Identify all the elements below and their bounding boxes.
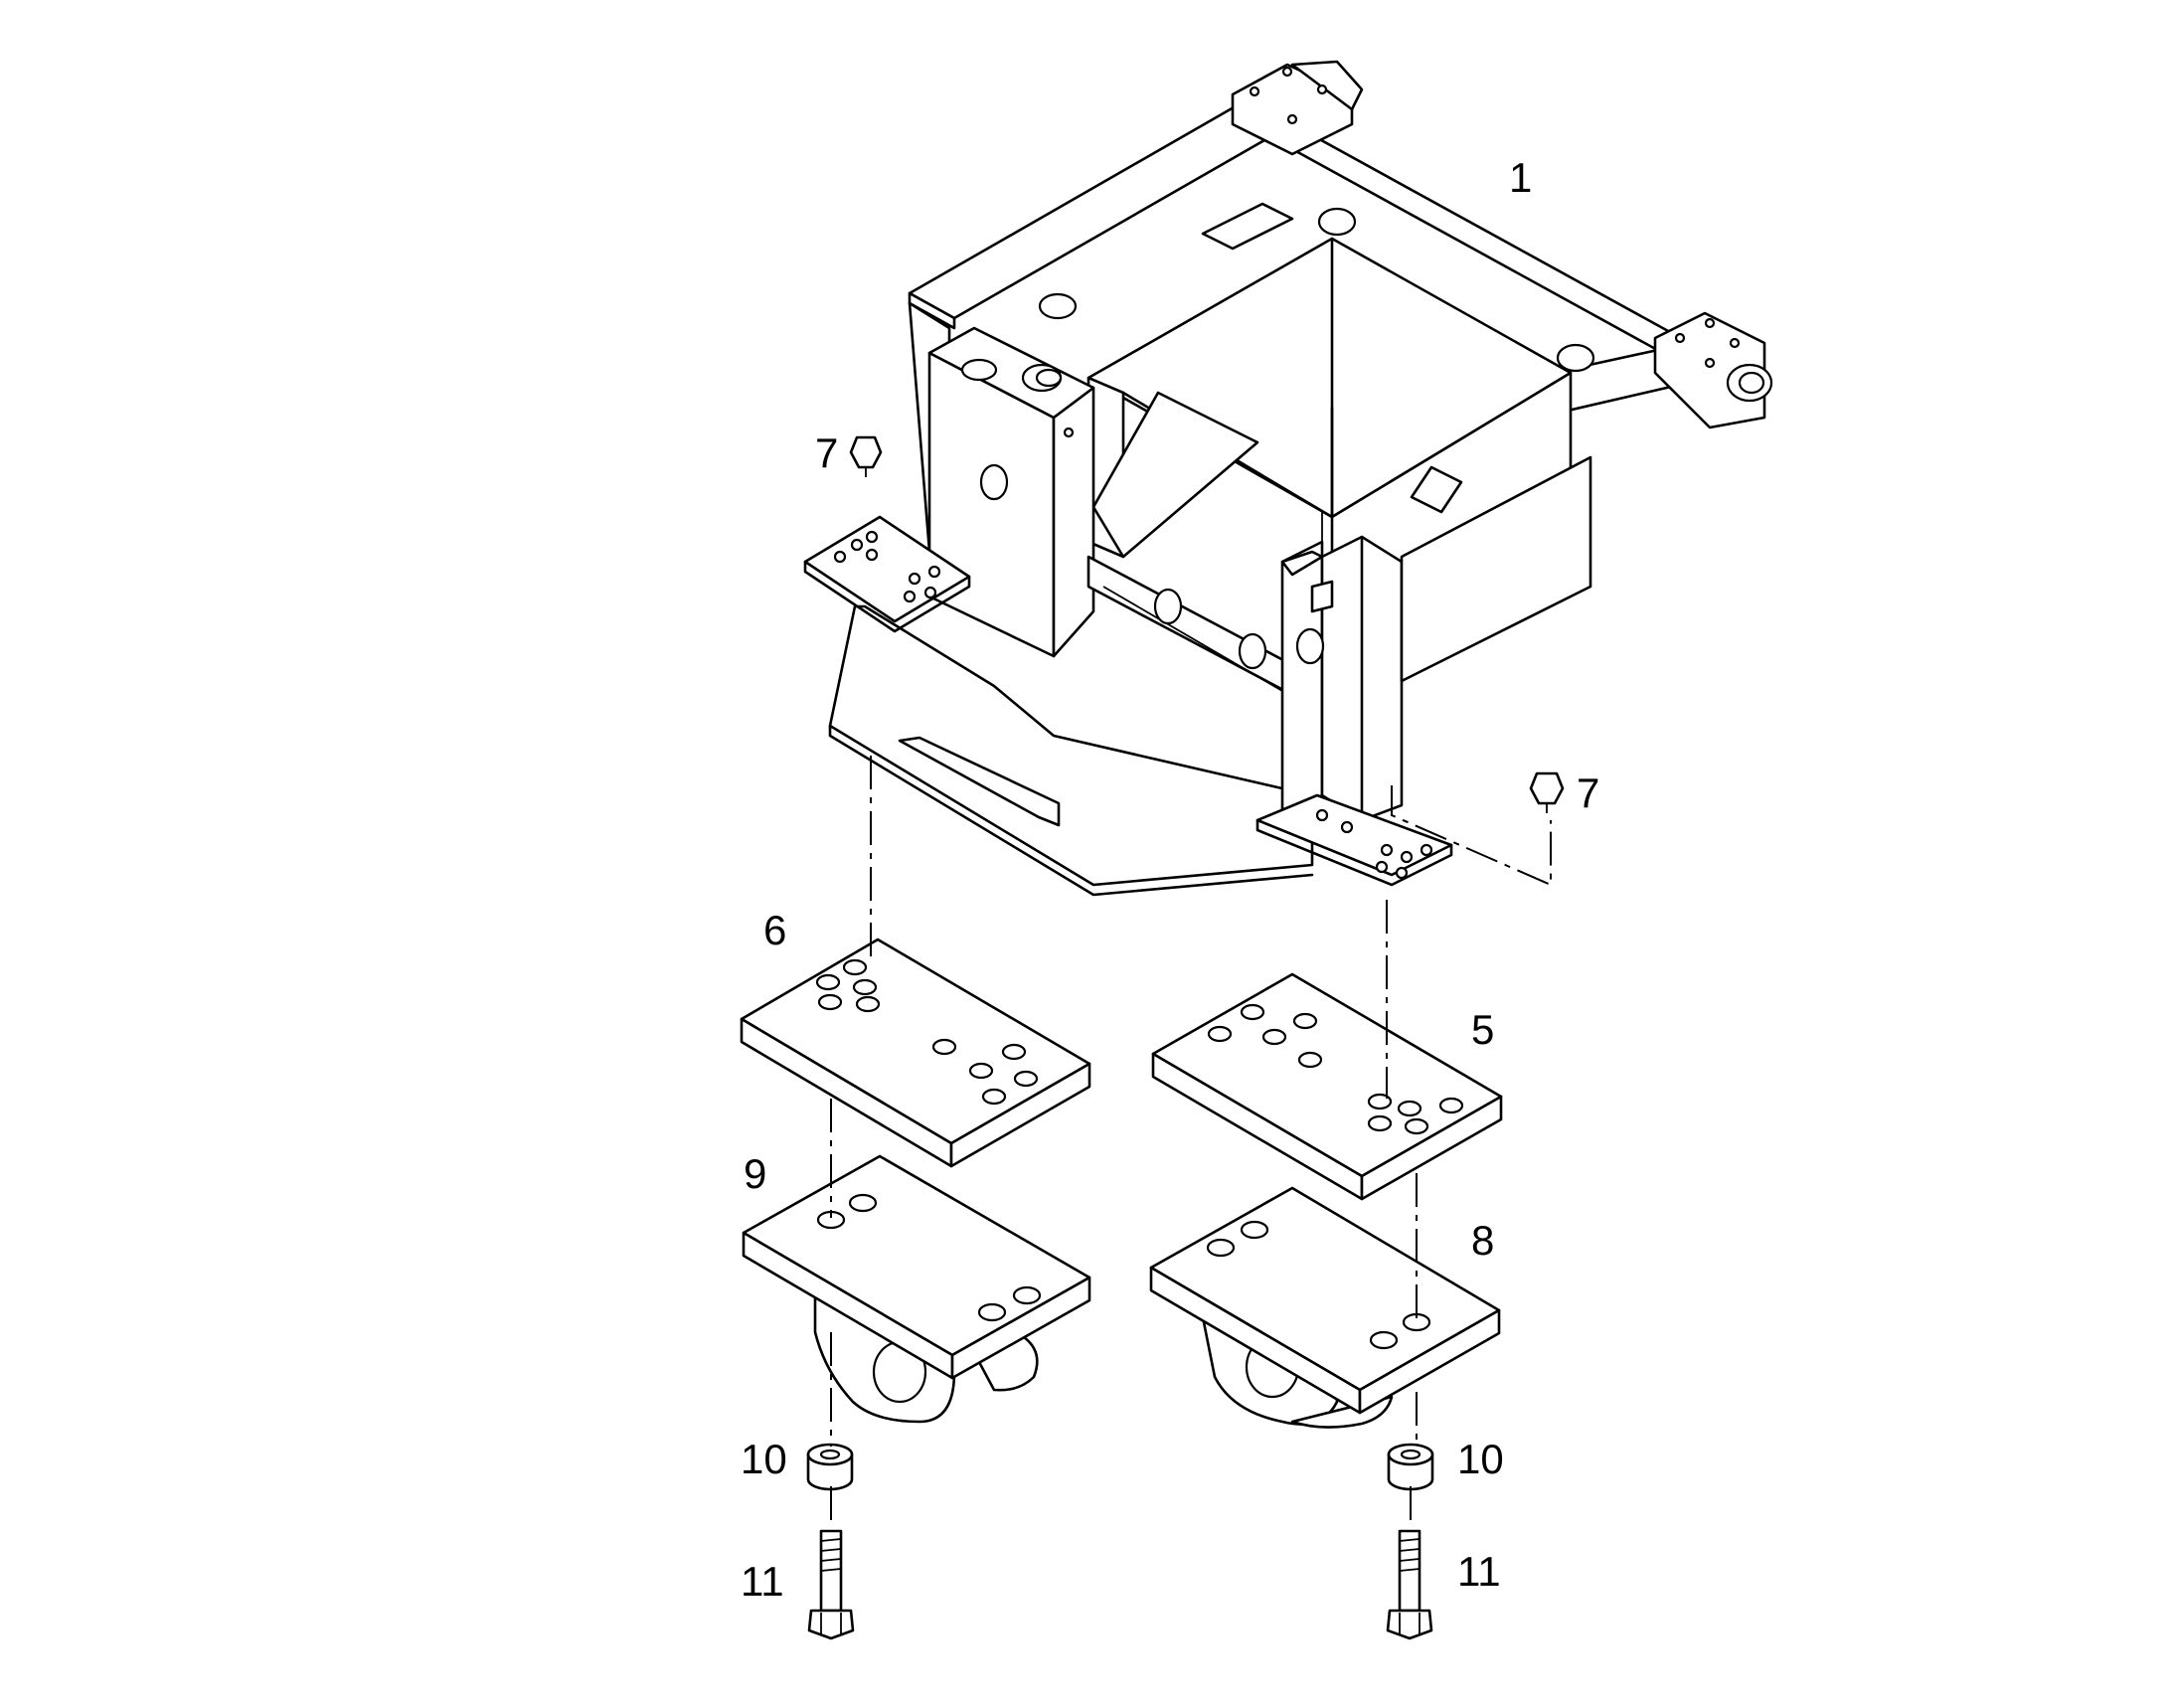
callout-11-left: 11 xyxy=(741,1558,784,1605)
clevis-bracket-9 xyxy=(742,1154,1091,1424)
plug-pin-left xyxy=(849,435,883,477)
callout-labels: 1 7 7 6 5 9 8 10 10 11 11 xyxy=(741,154,1599,1605)
callout-1: 1 xyxy=(1509,154,1532,201)
pad-plate-6 xyxy=(740,938,1091,1168)
assembly-centerlines xyxy=(830,756,1552,1526)
callout-7-right: 7 xyxy=(1577,769,1599,816)
callout-6: 6 xyxy=(763,907,786,953)
plug-pin-right xyxy=(1529,771,1565,813)
callout-11-right: 11 xyxy=(1457,1548,1501,1595)
bolt-right xyxy=(1386,1529,1433,1640)
callout-8: 8 xyxy=(1471,1217,1494,1264)
pad-plate-5 xyxy=(1151,972,1503,1201)
washer-right xyxy=(1387,1443,1434,1491)
callout-10-right: 10 xyxy=(1457,1436,1504,1482)
washer-left xyxy=(806,1443,854,1491)
clevis-bracket-8 xyxy=(1149,1186,1501,1429)
callout-10-left: 10 xyxy=(741,1436,787,1482)
main-frame xyxy=(803,60,1773,897)
callout-5: 5 xyxy=(1471,1006,1494,1053)
callout-7-left: 7 xyxy=(815,429,838,476)
callout-9: 9 xyxy=(744,1150,766,1197)
bolt-left xyxy=(807,1529,855,1640)
